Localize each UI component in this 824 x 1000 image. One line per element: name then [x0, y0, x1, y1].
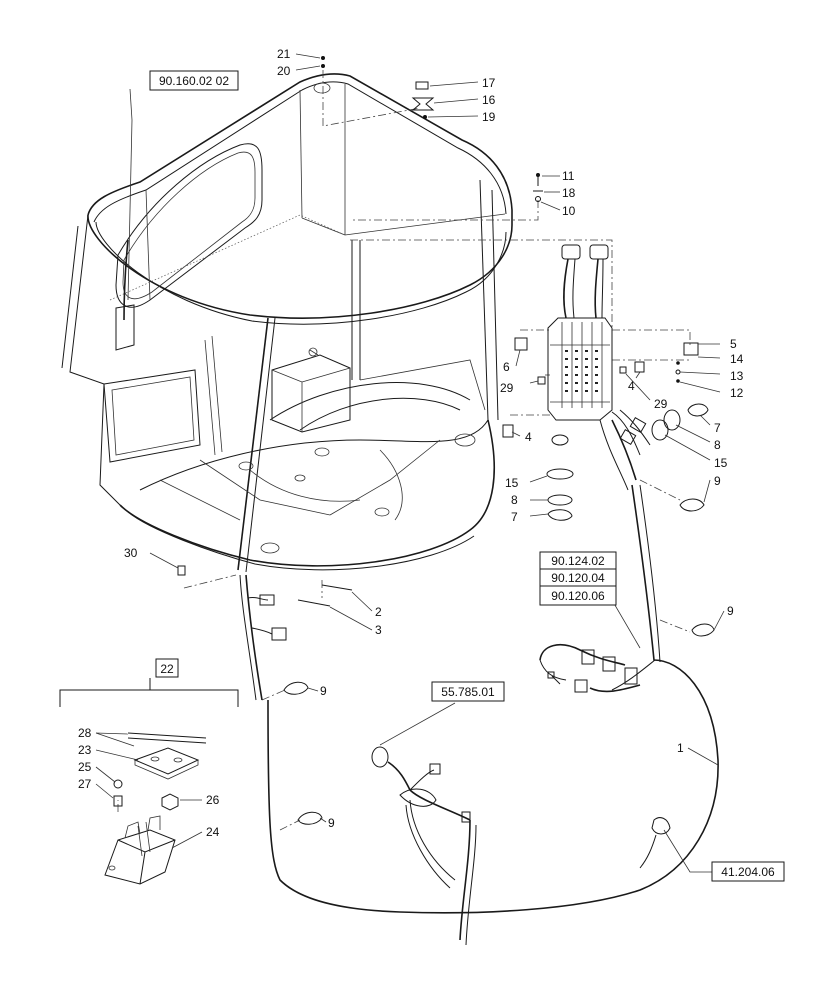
ref-text: 41.204.06: [721, 865, 775, 879]
callout-9-mid: 9: [727, 604, 734, 618]
callout-9-left: 9: [320, 684, 327, 698]
callout-3: 3: [375, 623, 382, 637]
callout-9-bottom: 9: [328, 816, 335, 830]
ref-text: 90.120.04: [551, 571, 605, 585]
callout-4-left: 4: [525, 430, 532, 444]
ref-box-55-785-01: 55.785.01: [431, 681, 505, 702]
callout-14: 14: [730, 352, 744, 366]
callout-27: 27: [78, 777, 92, 791]
callout-8-right: 8: [714, 438, 721, 452]
callout-7-right: 7: [714, 421, 721, 435]
callout-5: 5: [730, 337, 737, 351]
callout-23: 23: [78, 743, 92, 757]
callout-2: 2: [375, 605, 382, 619]
callout-28: 28: [78, 726, 92, 740]
callout-17: 17: [482, 76, 496, 90]
callout-12: 12: [730, 386, 744, 400]
ref-box-90-120-04: 90.120.04: [539, 568, 617, 587]
callout-4-right: 4: [628, 379, 635, 393]
ref-text: 90.124.02: [551, 554, 605, 568]
callout-25: 25: [78, 760, 92, 774]
callout-30: 30: [124, 546, 138, 560]
ref-box-90-124-02: 90.124.02: [539, 551, 617, 570]
callout-20: 20: [277, 64, 291, 78]
part-17-16-19: [321, 56, 435, 119]
callout-16: 16: [482, 93, 496, 107]
callout-6: 6: [503, 360, 510, 374]
ref-text: 22: [160, 662, 174, 676]
callout-leaders: [95, 53, 725, 873]
callout-21: 21: [277, 47, 291, 61]
part-22-assembly: [59, 678, 239, 885]
ref-text: 55.785.01: [441, 685, 495, 699]
fuse-relay-box: [502, 244, 709, 521]
ref-text: 90.160.02 02: [159, 74, 229, 88]
callout-26: 26: [206, 793, 220, 807]
callout-19: 19: [482, 110, 496, 124]
ref-box-90-160-02-02: 90.160.02 02: [149, 70, 239, 91]
cab-frame: [61, 73, 513, 573]
callout-29-left: 29: [500, 381, 514, 395]
callout-7-left: 7: [511, 510, 518, 524]
callout-8-left: 8: [511, 493, 518, 507]
ref-box-22: 22: [155, 658, 179, 678]
callout-numbers: 21 20 17 16 19 11 18 10 5 14 13 12 6 29 …: [78, 47, 744, 839]
ref-box-41-204-06: 41.204.06: [711, 861, 785, 882]
callout-11: 11: [562, 169, 575, 183]
callout-13: 13: [730, 369, 744, 383]
ref-text: 90.120.06: [551, 589, 605, 603]
callout-9-right: 9: [714, 474, 721, 488]
callout-1: 1: [677, 741, 684, 755]
part-11-18-10: [533, 173, 543, 202]
callout-15-right: 15: [714, 456, 728, 470]
main-harness: [177, 484, 719, 946]
callout-18: 18: [562, 186, 576, 200]
centerlines: [117, 70, 691, 831]
ref-box-90-120-06: 90.120.06: [539, 585, 617, 606]
callout-15-left: 15: [505, 476, 519, 490]
callout-24: 24: [206, 825, 220, 839]
callout-10: 10: [562, 204, 576, 218]
callout-29-right: 29: [654, 397, 668, 411]
